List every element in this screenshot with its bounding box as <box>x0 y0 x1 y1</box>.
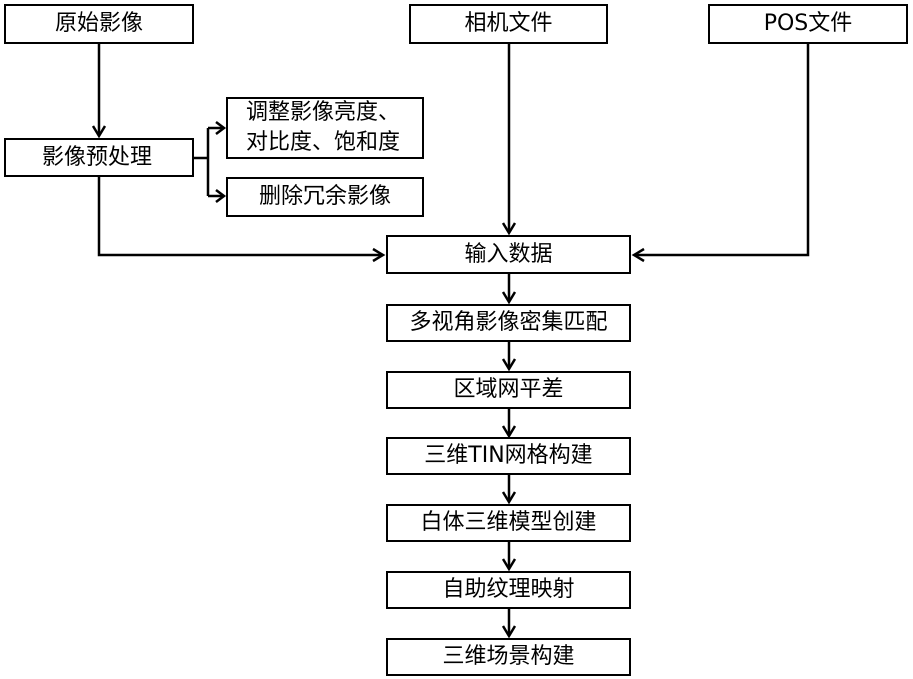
node-dense-matching: 多视角影像密集匹配 <box>386 304 631 342</box>
node-camera-file: 相机文件 <box>409 4 608 44</box>
node-white-model: 白体三维模型创建 <box>386 504 631 542</box>
node-pos-file: POS文件 <box>708 4 908 44</box>
node-adjust-image-line1: 调整影像亮度、 <box>246 100 401 125</box>
node-scene-build: 三维场景构建 <box>386 638 631 676</box>
node-input-data: 输入数据 <box>386 235 631 274</box>
node-scene-build-label: 三维场景构建 <box>442 644 575 669</box>
node-delete-redundant: 删除冗余影像 <box>226 177 424 217</box>
node-dense-matching-label: 多视角影像密集匹配 <box>409 310 608 335</box>
node-texture-mapping: 自助纹理映射 <box>386 571 631 609</box>
node-raw-images: 原始影像 <box>4 4 194 44</box>
node-preprocess-label: 影像预处理 <box>42 144 153 170</box>
node-raw-images-label: 原始影像 <box>54 11 143 36</box>
node-block-adjustment-label: 区域网平差 <box>453 377 564 402</box>
node-white-model-label: 白体三维模型创建 <box>420 510 597 535</box>
node-tin-mesh-label: 三维TIN网格构建 <box>424 443 593 468</box>
node-input-data-label: 输入数据 <box>464 241 553 267</box>
node-block-adjustment: 区域网平差 <box>386 371 631 409</box>
node-preprocess: 影像预处理 <box>4 138 194 177</box>
node-pos-file-label: POS文件 <box>763 11 853 36</box>
node-tin-mesh: 三维TIN网格构建 <box>386 437 631 475</box>
node-adjust-image: 调整影像亮度、 对比度、饱和度 <box>226 97 424 159</box>
node-camera-file-label: 相机文件 <box>464 11 553 36</box>
node-delete-redundant-label: 删除冗余影像 <box>258 184 391 209</box>
arrow-pos-to-input <box>634 44 810 257</box>
node-adjust-image-line2: 对比度、饱和度 <box>246 130 401 155</box>
node-texture-mapping-label: 自助纹理映射 <box>442 577 575 602</box>
